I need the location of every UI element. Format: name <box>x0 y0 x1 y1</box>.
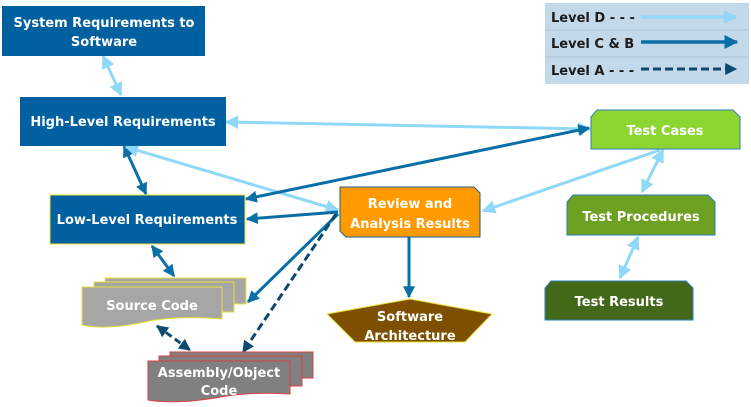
edge-review-to-assembly <box>241 213 338 353</box>
node-label-line-1: System Requirements to <box>14 16 195 31</box>
node-label: Source Code <box>106 299 198 314</box>
edge-test-procedures-to-test-results <box>618 235 640 280</box>
node-label-line-2: Code <box>201 384 238 399</box>
edge-high-level-to-test-cases <box>224 115 592 136</box>
node-software-architecture[interactable]: Software Architecture <box>325 298 494 344</box>
edge-test-cases-to-test-procedures <box>640 148 665 194</box>
node-label-line-2: Architecture <box>364 329 456 344</box>
edge-source-code-to-assembly <box>156 324 191 352</box>
edge-test-cases-to-review <box>481 148 661 214</box>
node-label-line-1: Review and <box>368 197 452 212</box>
node-assembly-object-code[interactable]: Assembly/Object Code <box>147 351 314 403</box>
legend-item-level-cb: Level C & B <box>551 35 739 52</box>
node-label-line-1: Assembly/Object <box>158 366 280 381</box>
node-test-cases[interactable]: Test Cases <box>590 109 741 150</box>
edge-low-level-to-source-code <box>150 245 176 277</box>
legend-label: Level A - - - <box>551 64 634 79</box>
node-test-procedures[interactable]: Test Procedures <box>566 194 716 236</box>
node-label: High-Level Requirements <box>30 115 216 130</box>
edges <box>101 54 665 353</box>
node-label-line-2: Software <box>71 35 137 50</box>
node-test-results[interactable]: Test Results <box>544 280 694 321</box>
edge-system-to-high-level <box>101 54 123 97</box>
node-label: Test Procedures <box>582 210 700 225</box>
node-high-level-requirements[interactable]: High-Level Requirements <box>20 97 226 146</box>
node-label: Test Results <box>575 295 664 310</box>
legend: Level D - - - Level C & B Level A - - - <box>545 3 749 84</box>
legend-item-level-d: Level D - - - <box>551 10 738 26</box>
edge-review-to-test-cases <box>244 124 591 203</box>
node-system-requirements[interactable]: System Requirements to Software <box>2 6 205 56</box>
node-label: Test Cases <box>626 124 703 139</box>
edge-review-to-source-code <box>246 212 340 304</box>
legend-label: Level D - - - <box>551 11 635 26</box>
legend-item-level-a: Level A - - - <box>551 63 738 79</box>
legend-label: Level C & B <box>551 37 634 52</box>
node-label-line-1: Software <box>377 310 443 325</box>
node-low-level-requirements[interactable]: Low-Level Requirements <box>49 194 246 245</box>
node-review-analysis-results[interactable]: Review and Analysis Results <box>339 186 481 238</box>
edge-review-to-low-level <box>245 210 339 225</box>
node-label: Low-Level Requirements <box>57 213 238 228</box>
node-source-code[interactable]: Source Code <box>81 277 247 328</box>
node-label-line-2: Analysis Results <box>350 217 470 232</box>
